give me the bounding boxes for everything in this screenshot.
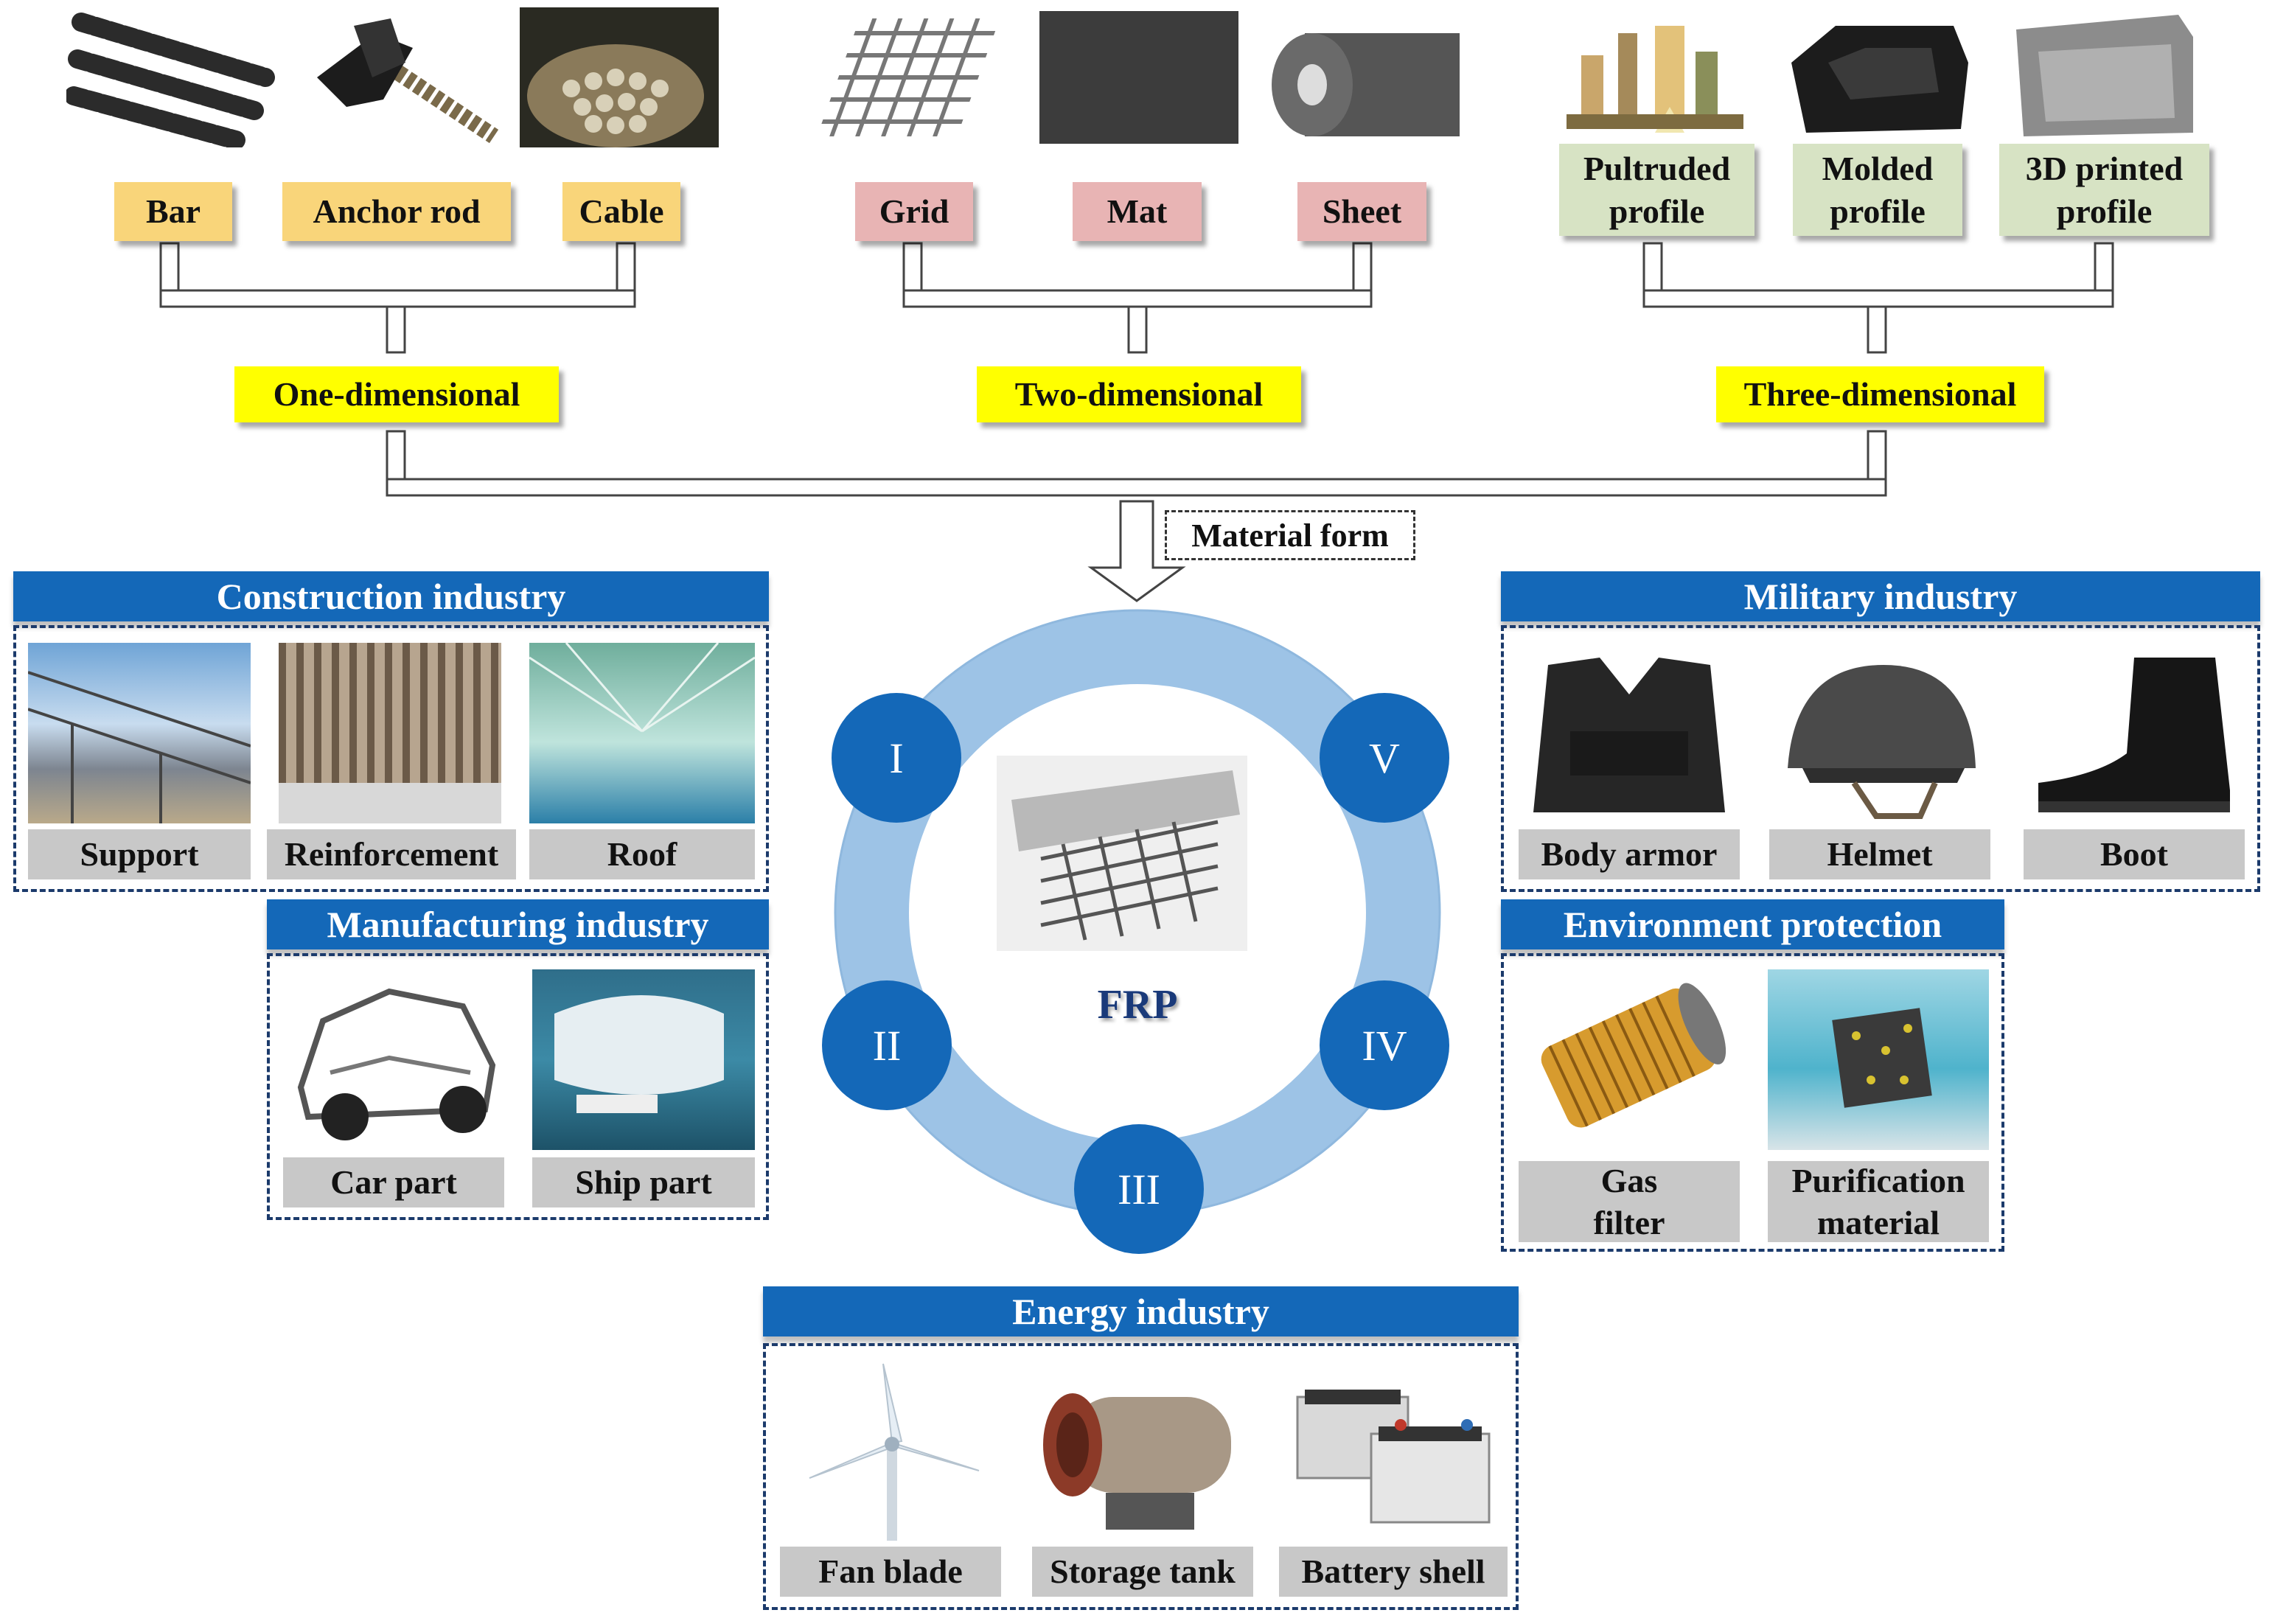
environment-protection-header: Environment protection <box>1501 899 2004 949</box>
boot-caption: Boot <box>2024 829 2245 879</box>
anchor-rod-label: Anchor rod <box>282 182 511 241</box>
energy-industry-panel <box>763 1343 1519 1610</box>
cable-image <box>520 7 719 147</box>
construction-industry-header: Construction industry <box>13 571 769 621</box>
gas-filter-caption: Gas filter <box>1519 1161 1740 1242</box>
numeral-iii: III <box>1074 1124 1204 1254</box>
fan-blade-image <box>780 1360 1001 1541</box>
numeral-ii: II <box>822 980 952 1110</box>
pultruded-profile-image <box>1559 11 1751 140</box>
frp-image <box>997 756 1247 951</box>
mat-image <box>1039 11 1238 144</box>
body-armor-caption: Body armor <box>1519 829 1740 879</box>
3d-printed-profile-image <box>2009 7 2200 144</box>
manufacturing-industry-panel <box>267 953 769 1220</box>
grid-image <box>818 11 1010 144</box>
battery-shell-caption: Battery shell <box>1279 1547 1508 1597</box>
pultruded-profile-label: Pultruded profile <box>1559 144 1754 236</box>
roof-image <box>529 643 755 823</box>
reinforcement-caption: Reinforcement <box>267 829 516 879</box>
energy-industry-header: Energy industry <box>763 1286 1519 1337</box>
bar-image <box>66 7 280 147</box>
boot-image <box>2024 643 2245 823</box>
bar-label: Bar <box>114 182 232 241</box>
storage-tank-caption: Storage tank <box>1032 1547 1253 1597</box>
two-dimensional-label: Two-dimensional <box>977 366 1301 422</box>
numeral-v: V <box>1320 693 1449 823</box>
gas-filter-image <box>1519 969 1740 1150</box>
car-part-image <box>279 969 507 1150</box>
numeral-i: I <box>832 693 961 823</box>
purification-material-caption: Purification material <box>1768 1161 1989 1242</box>
military-industry-panel <box>1501 625 2260 892</box>
numeral-iv: IV <box>1320 980 1449 1110</box>
car-part-caption: Car part <box>283 1157 504 1207</box>
environment-protection-panel <box>1501 953 2004 1252</box>
material-form-caption: Material form <box>1165 510 1415 560</box>
storage-tank-image <box>1032 1360 1253 1541</box>
helmet-image <box>1773 643 1987 823</box>
frp-label: FRP <box>1097 982 1178 1028</box>
cable-label: Cable <box>562 182 680 241</box>
sheet-image <box>1261 11 1460 144</box>
manufacturing-industry-header: Manufacturing industry <box>267 899 769 949</box>
support-image <box>28 643 251 823</box>
ship-part-image <box>532 969 755 1150</box>
construction-industry-panel <box>13 625 769 892</box>
three-dimensional-label: Three-dimensional <box>1716 366 2044 422</box>
one-dimensional-label: One-dimensional <box>234 366 559 422</box>
grid-label: Grid <box>855 182 973 241</box>
support-caption: Support <box>28 829 251 879</box>
roof-caption: Roof <box>529 829 755 879</box>
molded-profile-image <box>1784 11 1976 140</box>
3d-printed-profile-label: 3D printed profile <box>1999 144 2209 236</box>
military-industry-header: Military industry <box>1501 571 2260 621</box>
sheet-label: Sheet <box>1297 182 1426 241</box>
mat-label: Mat <box>1073 182 1202 241</box>
purification-material-image <box>1768 969 1989 1150</box>
reinforcement-image <box>279 643 501 823</box>
down-arrow <box>1087 500 1186 602</box>
anchor-rod-image <box>302 11 501 144</box>
fan-blade-caption: Fan blade <box>780 1547 1001 1597</box>
molded-profile-label: Molded profile <box>1793 144 1962 236</box>
body-armor-image <box>1519 643 1740 823</box>
ship-part-caption: Ship part <box>532 1157 755 1207</box>
battery-shell-image <box>1283 1360 1504 1541</box>
helmet-caption: Helmet <box>1769 829 1990 879</box>
